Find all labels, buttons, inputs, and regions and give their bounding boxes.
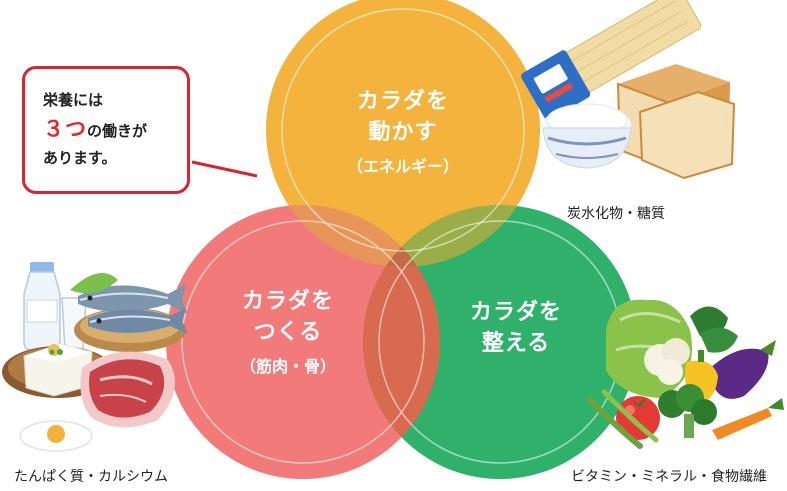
energy-line1: カラダを xyxy=(356,89,449,114)
build-sub: （筋肉・骨） xyxy=(239,357,336,376)
build-ring xyxy=(181,220,425,464)
carbs-label: 炭水化物・糖質 xyxy=(567,206,665,222)
callout-pointer xyxy=(191,160,258,178)
callout-line2: ３つの働きが xyxy=(43,113,147,143)
regulate-circle xyxy=(363,205,637,479)
regulate-line1: カラダを xyxy=(469,300,562,325)
energy-line2: 動かす xyxy=(368,120,438,145)
build-line1: カラダを xyxy=(241,289,334,314)
build-line2: つくる xyxy=(253,320,323,345)
callout-accent: ３つ xyxy=(43,117,87,141)
protein-label: たんぱく質・カルシウム xyxy=(14,469,168,485)
protein-illustration xyxy=(2,262,188,452)
callout-line2-rest: の働きが xyxy=(87,122,148,140)
vegetables-illustration xyxy=(587,299,784,449)
regulate-line2: 整える xyxy=(481,331,551,356)
energy-label: カラダを 動かす （エネルギー） xyxy=(333,86,473,180)
energy-circle xyxy=(266,0,540,267)
callout-line3: あります。 xyxy=(43,149,117,167)
carbs-illustration xyxy=(521,0,736,180)
callout-line1: 栄養には xyxy=(43,91,104,109)
build-label: カラダを つくる （筋肉・骨） xyxy=(218,286,358,380)
regulate-label: カラダを 整える xyxy=(446,297,586,359)
energy-sub: （エネルギー） xyxy=(346,157,459,176)
callout-box: 栄養には ３つの働きが あります。 xyxy=(22,66,190,194)
build-circle xyxy=(166,205,440,479)
energy-ring xyxy=(281,8,525,252)
vitamins-label: ビタミン・ミネラル・食物繊維 xyxy=(571,469,767,485)
